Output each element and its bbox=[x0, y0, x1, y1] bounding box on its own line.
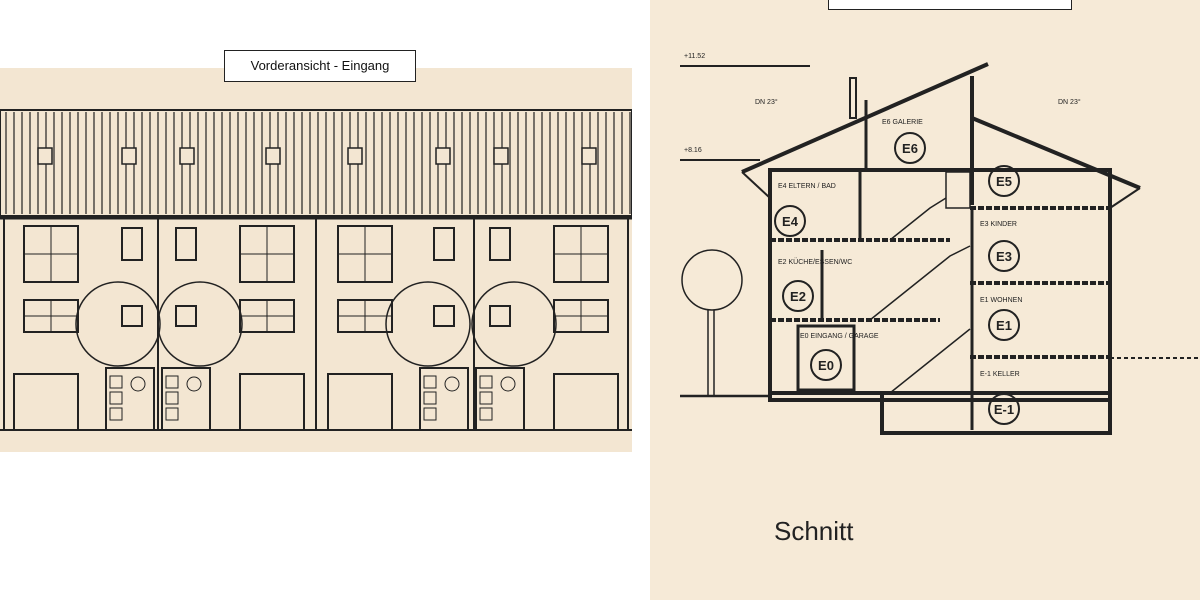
room-label: E-1 KELLER bbox=[980, 371, 1020, 378]
window bbox=[23, 299, 79, 333]
tree bbox=[75, 281, 161, 367]
room-marker: E6 bbox=[894, 132, 926, 164]
window bbox=[239, 225, 295, 283]
room-marker: E2 bbox=[782, 280, 814, 312]
front-elevation-label: Vorderansicht - Eingang bbox=[224, 50, 416, 82]
title-box bbox=[828, 0, 1072, 10]
window bbox=[553, 225, 609, 283]
roof-pitch-label: DN 23° bbox=[1058, 98, 1081, 106]
room-id: E5 bbox=[996, 174, 1012, 189]
room-marker: E3 bbox=[988, 240, 1020, 272]
room-label: E4 ELTERN / BAD bbox=[778, 183, 836, 190]
room-marker: E-1 bbox=[988, 393, 1020, 425]
room-id: E-1 bbox=[994, 402, 1014, 417]
room-id: E1 bbox=[996, 318, 1012, 333]
window bbox=[489, 227, 511, 261]
skylight bbox=[121, 147, 137, 165]
window bbox=[433, 227, 455, 261]
garage-door bbox=[239, 373, 305, 431]
skylight bbox=[265, 147, 281, 165]
window bbox=[553, 299, 609, 333]
room-id: E2 bbox=[790, 289, 806, 304]
room-label: E0 EINGANG / GARAGE bbox=[800, 333, 879, 340]
window bbox=[23, 225, 79, 283]
roof bbox=[0, 109, 633, 217]
window bbox=[239, 299, 295, 333]
skylight bbox=[435, 147, 451, 165]
section-svg: +11.52 +8.16 DN 23° DN 23° E6 GALERIE E4… bbox=[680, 53, 1200, 435]
room-marker: E0 bbox=[810, 349, 842, 381]
window bbox=[175, 227, 197, 261]
facade-svg bbox=[0, 109, 633, 431]
section-title: Schnitt bbox=[774, 516, 854, 546]
skylight bbox=[581, 147, 597, 165]
skylight bbox=[347, 147, 363, 165]
room-id: E3 bbox=[996, 249, 1012, 264]
tree bbox=[385, 281, 471, 367]
tree bbox=[681, 249, 743, 311]
room-id: E4 bbox=[782, 214, 799, 229]
garage-door bbox=[553, 373, 619, 431]
room-id: E6 bbox=[902, 141, 918, 156]
entrance-door bbox=[105, 367, 155, 431]
roof-pitch-label: DN 23° bbox=[755, 98, 778, 106]
window bbox=[121, 227, 143, 261]
room-label: E3 KINDER bbox=[980, 221, 1017, 228]
skylight bbox=[179, 147, 195, 165]
room-label: E6 GALERIE bbox=[882, 119, 923, 126]
window bbox=[337, 299, 393, 333]
garage-door bbox=[13, 373, 79, 431]
section-drawing: +11.52 +8.16 DN 23° DN 23° E6 GALERIE E4… bbox=[650, 0, 1200, 600]
level-label: +11.52 bbox=[684, 53, 705, 60]
room-marker: E5 bbox=[988, 165, 1020, 197]
room-label: E1 WOHNEN bbox=[980, 297, 1022, 304]
tree bbox=[471, 281, 557, 367]
level-label: +8.16 bbox=[684, 147, 702, 154]
entrance-door bbox=[161, 367, 211, 431]
room-marker: E4 bbox=[774, 205, 806, 237]
window bbox=[121, 305, 143, 327]
entrance-door bbox=[419, 367, 469, 431]
entrance-door bbox=[475, 367, 525, 431]
room-id: E0 bbox=[818, 358, 834, 373]
room-marker: E1 bbox=[988, 309, 1020, 341]
garage-door bbox=[327, 373, 393, 431]
room-label: E2 KÜCHE/ESSEN/WC bbox=[778, 258, 852, 266]
window bbox=[337, 225, 393, 283]
window bbox=[433, 305, 455, 327]
front-elevation-drawing bbox=[0, 68, 633, 452]
chimney bbox=[849, 77, 857, 119]
skylight bbox=[37, 147, 53, 165]
window bbox=[175, 305, 197, 327]
tree bbox=[157, 281, 243, 367]
window bbox=[489, 305, 511, 327]
skylight bbox=[493, 147, 509, 165]
